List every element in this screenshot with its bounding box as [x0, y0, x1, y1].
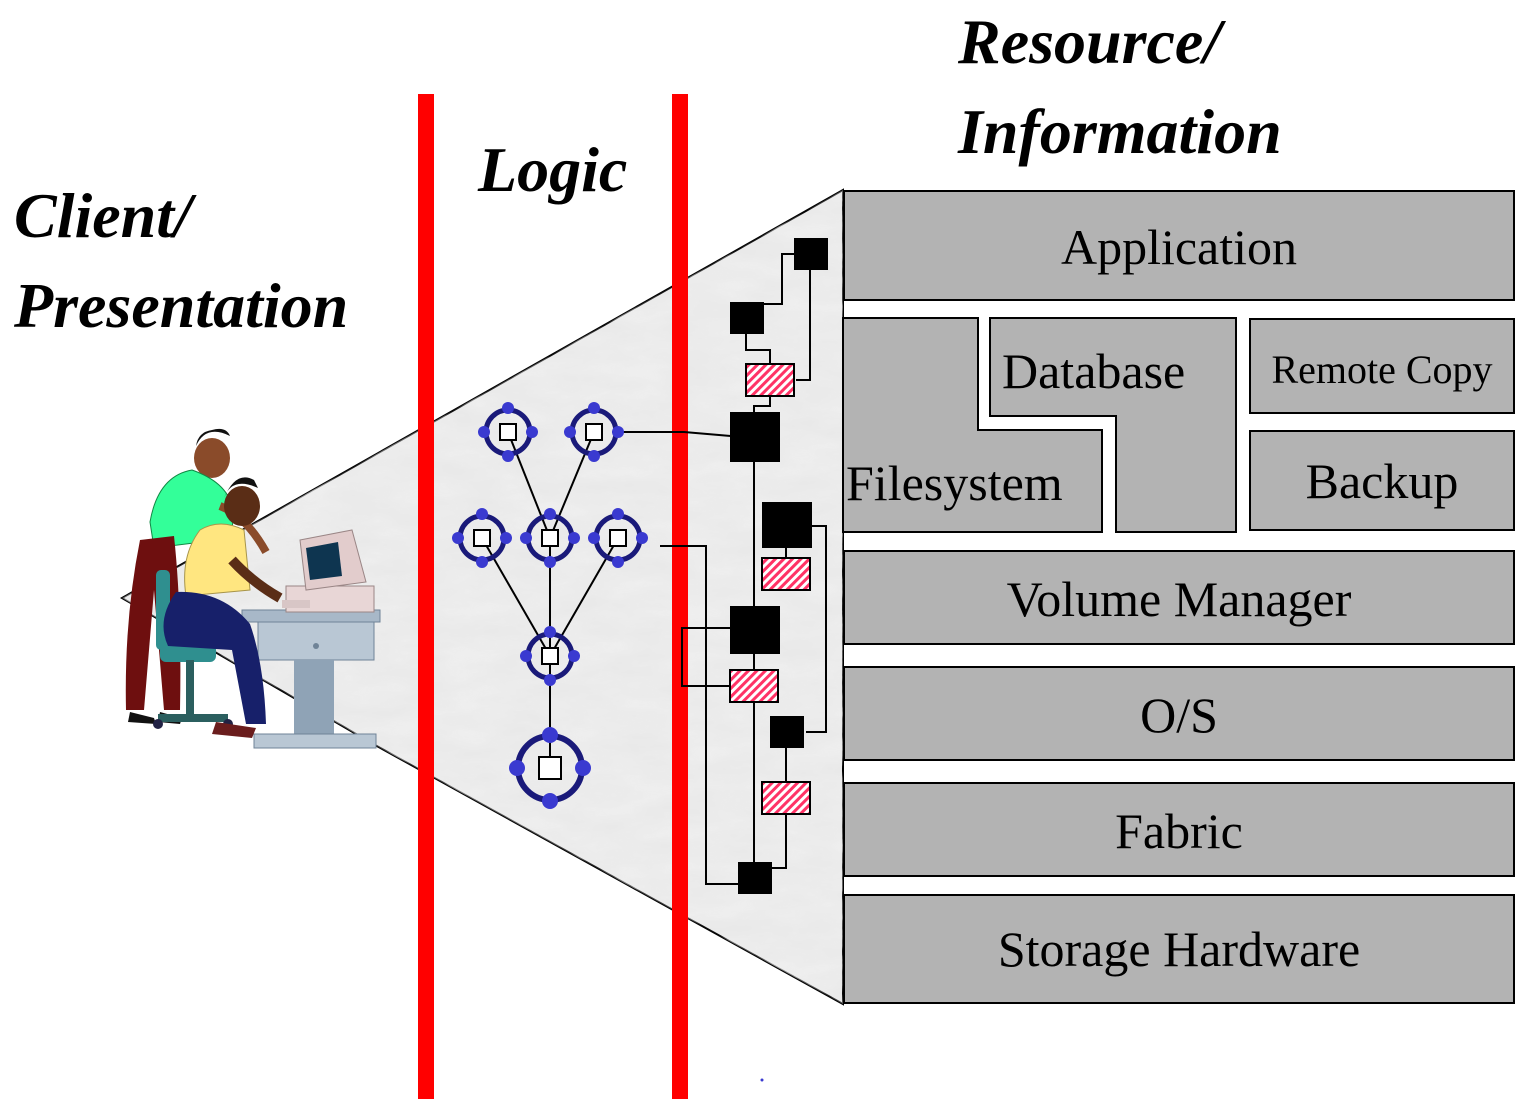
marble-wedge — [119, 188, 844, 1006]
resource-tier-title: Resource/ Information — [958, 2, 1282, 172]
logic-node — [564, 402, 624, 462]
database-layer-shape — [989, 317, 1237, 533]
application-label: Application — [1060, 219, 1298, 275]
os-layer — [843, 666, 1515, 761]
fabric-label: Fabric — [1115, 803, 1243, 859]
divider-right — [672, 94, 688, 1099]
stray-dot — [760, 1078, 764, 1082]
logic-node — [588, 508, 648, 568]
filesystem-label: Filesystem — [846, 455, 1063, 511]
logic-component-tree — [452, 402, 755, 885]
os-label: O/S — [1140, 687, 1218, 743]
client-title-line1: Client/ — [14, 180, 192, 251]
client-title-line2: Presentation — [14, 270, 349, 341]
divider-left — [418, 94, 434, 1099]
database-label: Database — [1002, 343, 1186, 399]
logic-node — [520, 626, 580, 686]
resource-block — [794, 238, 828, 270]
resource-block — [738, 862, 772, 894]
resource-block — [730, 302, 764, 334]
resource-block — [730, 412, 780, 462]
resource-block — [762, 502, 812, 548]
resource-title-line2: Information — [958, 96, 1282, 167]
application-layer — [843, 190, 1515, 301]
remote-copy-layer — [1249, 318, 1515, 414]
backup-label: Backup — [1305, 453, 1459, 509]
logic-tier-title: Logic — [478, 134, 628, 205]
fabric-layer — [843, 782, 1515, 877]
volume-manager-label: Volume Manager — [1006, 571, 1352, 627]
logic-node-root — [509, 727, 591, 809]
storage-hardware-label: Storage Hardware — [997, 921, 1361, 977]
people-at-computer-illustration — [125, 428, 381, 749]
hatched-block — [729, 669, 779, 703]
hatched-block — [761, 781, 811, 815]
logic-node — [520, 508, 580, 568]
resource-block — [770, 716, 804, 748]
remote-copy-label: Remote Copy — [1271, 347, 1493, 392]
volume-manager-layer — [843, 550, 1515, 645]
storage-hardware-layer — [843, 894, 1515, 1004]
hatched-block — [745, 363, 795, 397]
resource-block — [730, 606, 780, 654]
filesystem-layer-shape — [842, 317, 1103, 533]
resource-title-line1: Resource/ — [958, 6, 1222, 77]
logic-node — [452, 508, 512, 568]
backup-layer — [1249, 430, 1515, 531]
hatched-block — [761, 557, 811, 591]
logic-node — [478, 402, 538, 462]
client-tier-title: Client/ Presentation — [14, 176, 348, 346]
